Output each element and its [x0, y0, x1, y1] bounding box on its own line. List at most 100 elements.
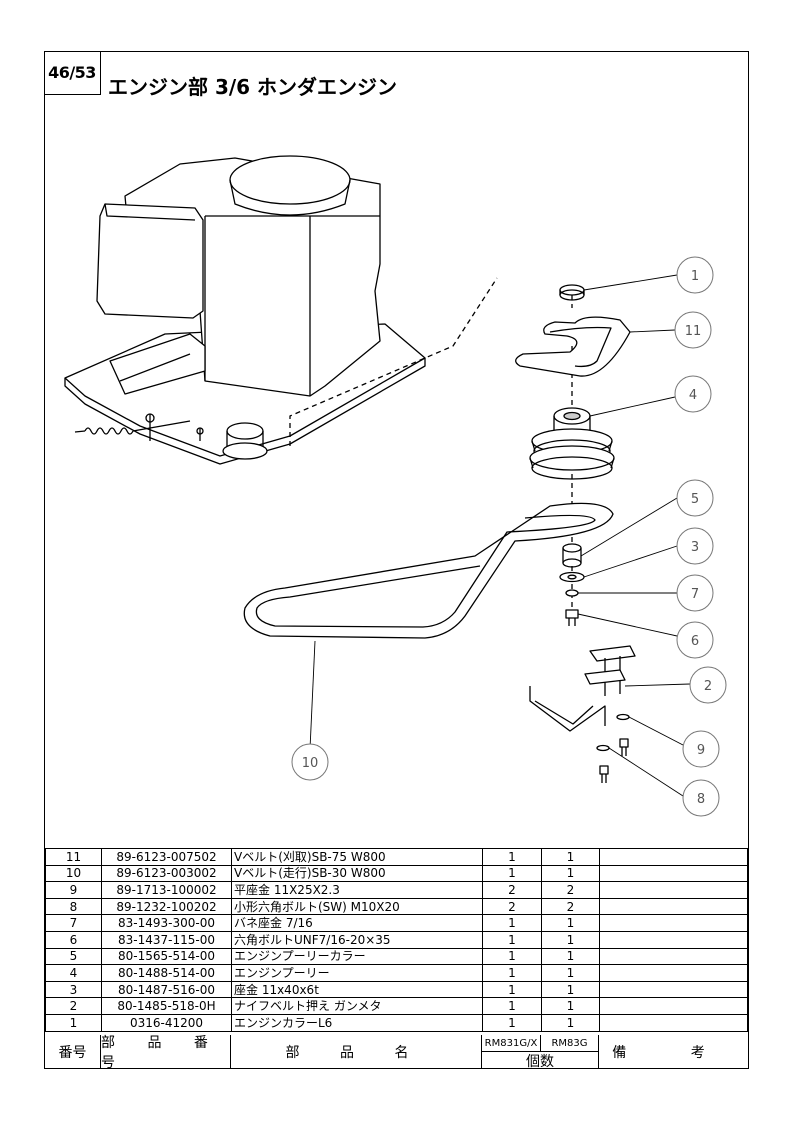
row-qty-model-1: 2	[482, 881, 542, 899]
row-part-code: 80-1565-514-00	[101, 947, 232, 966]
row-part-name: 小形六角ボルト(SW) M10X20	[231, 897, 483, 916]
row-qty-model-2: 1	[541, 864, 600, 883]
row-number: 11	[45, 848, 102, 866]
row-remarks	[599, 1013, 748, 1032]
callout-7: 7	[676, 574, 714, 612]
row-part-code: 89-1232-100202	[101, 897, 232, 916]
page-frame	[44, 51, 749, 1069]
svg-text:4: 4	[689, 388, 697, 403]
parts-table-header: 番号 部 品 番 号 部 品 名 RM831G/X RM83G 個数 備 考	[45, 1035, 748, 1071]
row-number: 10	[45, 864, 102, 883]
row-number: 2	[45, 997, 102, 1015]
row-qty-model-1: 1	[482, 914, 542, 932]
row-qty-model-2: 2	[541, 897, 600, 916]
engine-shroud	[109, 333, 206, 395]
header-part-code: 部 品 番 号	[101, 1035, 231, 1071]
part-9-washer	[616, 713, 630, 721]
svg-text:1: 1	[691, 269, 699, 284]
svg-text:5: 5	[691, 492, 699, 507]
row-part-name: エンジンカラーL6	[231, 1013, 483, 1032]
callout-10: 10	[291, 743, 329, 781]
row-number: 9	[45, 881, 102, 899]
drive-pulley	[226, 422, 264, 440]
page-title: エンジン部 3/6 ホンダエンジン	[108, 75, 398, 99]
header-part-name: 部 品 名	[231, 1035, 482, 1069]
callout-6: 6	[676, 621, 714, 659]
svg-text:6: 6	[691, 634, 699, 649]
svg-text:7: 7	[691, 587, 699, 602]
row-qty-model-1: 1	[482, 930, 542, 949]
row-part-code: 83-1437-115-00	[101, 930, 232, 949]
svg-text:9: 9	[697, 743, 705, 758]
row-number: 6	[45, 930, 102, 949]
row-number: 1	[45, 1013, 102, 1032]
part-6-bolt	[565, 609, 579, 626]
header-quantity: 個数	[482, 1052, 599, 1070]
row-part-name: Vベルト(走行)SB-30 W800	[231, 864, 483, 883]
row-qty-model-1: 1	[482, 997, 542, 1015]
svg-text:11: 11	[685, 324, 702, 339]
row-qty-model-1: 1	[482, 980, 542, 999]
row-remarks	[599, 881, 748, 899]
part-8-bolt	[599, 738, 629, 783]
callout-1: 1	[676, 256, 714, 294]
row-qty-model-2: 1	[541, 947, 600, 966]
header-number: 番号	[45, 1035, 101, 1069]
row-part-name: 六角ボルトUNF7/16-20×35	[231, 930, 483, 949]
row-remarks	[599, 947, 748, 966]
row-remarks	[599, 864, 748, 883]
callout-5: 5	[676, 479, 714, 517]
row-remarks	[599, 914, 748, 932]
row-part-name: 平座金 11X25X2.3	[231, 881, 483, 899]
row-number: 7	[45, 914, 102, 932]
row-qty-model-2: 1	[541, 848, 600, 866]
row-part-code: 0316-41200	[101, 1013, 232, 1032]
row-qty-model-2: 1	[541, 914, 600, 932]
row-qty-model-2: 1	[541, 997, 600, 1015]
svg-text:2: 2	[704, 679, 712, 694]
row-number: 8	[45, 897, 102, 916]
callout-4: 4	[674, 375, 712, 413]
part-7-spring-washer	[565, 589, 579, 597]
part-10-belt	[243, 502, 614, 639]
row-number: 4	[45, 964, 102, 982]
header-model-1: RM831G/X	[482, 1035, 541, 1052]
row-remarks	[599, 897, 748, 916]
row-qty-model-2: 1	[541, 964, 600, 982]
row-part-code: 80-1487-516-00	[101, 980, 232, 999]
callout-9: 9	[682, 730, 720, 768]
svg-text:10: 10	[302, 756, 319, 771]
row-part-name: ナイフベルト押え ガンメタ	[231, 997, 483, 1015]
row-part-code: 89-6123-003002	[101, 864, 232, 883]
exploded-parts-diagram: 1 11 4 5 3 7 6 2 9 8 10	[64, 155, 727, 817]
part-11-belt	[515, 316, 631, 377]
row-part-code: 89-1713-100002	[101, 881, 232, 899]
row-qty-model-1: 1	[482, 1013, 542, 1032]
page-number: 46/53	[44, 51, 101, 95]
tension-spring	[74, 420, 191, 435]
row-qty-model-1: 1	[482, 848, 542, 866]
svg-text:3: 3	[691, 540, 699, 555]
header-model-2: RM83G	[541, 1035, 599, 1052]
row-part-code: 80-1485-518-0H	[101, 997, 232, 1015]
part-2-bracket	[529, 645, 636, 732]
part-4-engine-pulley	[529, 407, 615, 480]
row-part-name: エンジンプーリーカラー	[231, 947, 483, 966]
row-remarks	[599, 997, 748, 1015]
svg-text:8: 8	[697, 792, 705, 807]
row-qty-model-1: 1	[482, 864, 542, 883]
header-remarks: 備 考	[612, 1045, 735, 1061]
callout-3: 3	[676, 527, 714, 565]
